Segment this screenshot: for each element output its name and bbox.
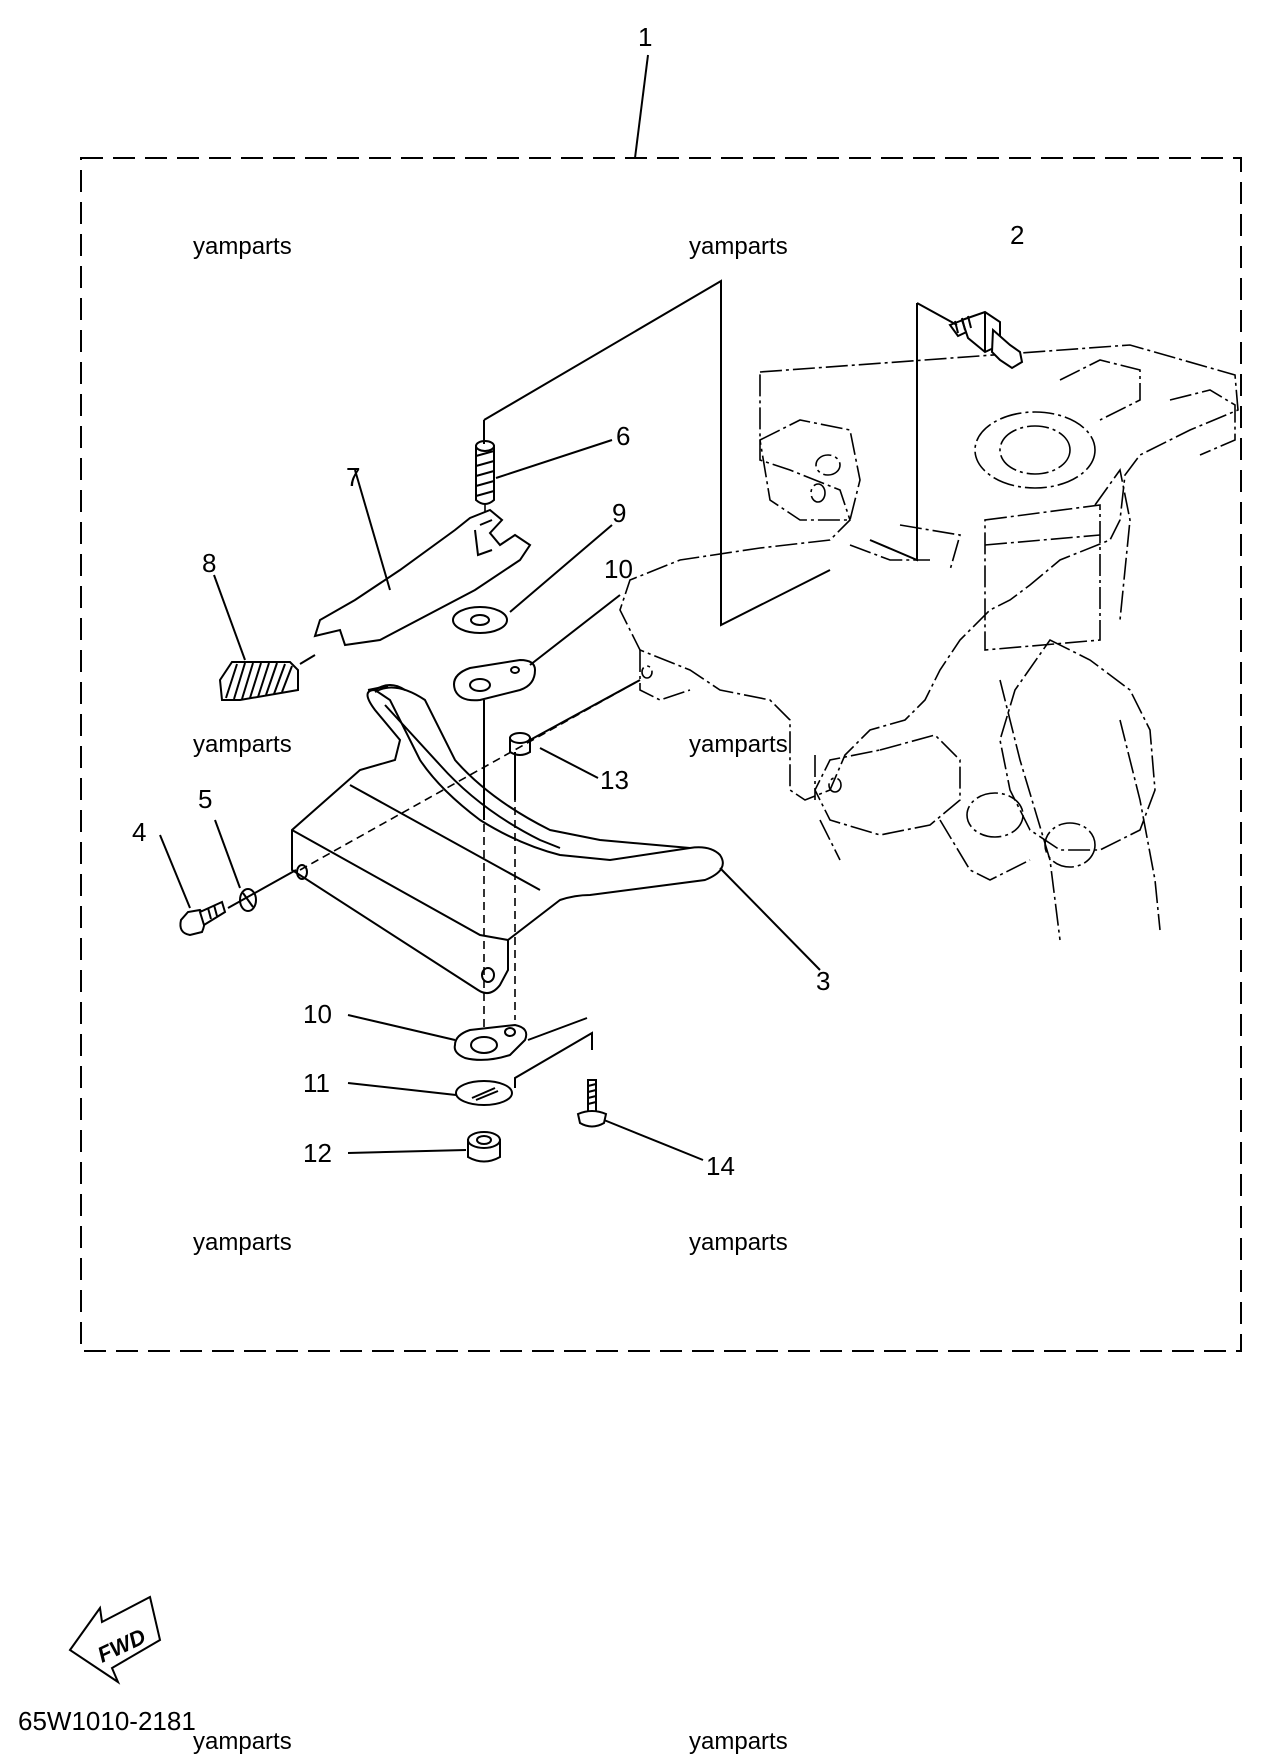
callout-12: 12 (303, 1138, 332, 1168)
watermark: yamparts (193, 1728, 292, 1755)
grip-pad-part-8 (218, 654, 316, 701)
callout-14: 14 (706, 1151, 735, 1181)
plate-part-3 (291, 684, 724, 995)
washer-part-9 (452, 606, 508, 634)
watermark: yamparts (193, 233, 292, 260)
callout-5: 5 (198, 784, 212, 814)
watermark: yamparts (689, 233, 788, 260)
fwd-arrow-icon: FWD (68, 1595, 162, 1685)
cam-plate-part-10-lower (453, 1023, 528, 1061)
callout-10-lower: 10 (303, 999, 332, 1029)
screw-part-14 (576, 1079, 608, 1128)
callout-9: 9 (612, 498, 626, 528)
callout-1: 1 (638, 22, 652, 52)
washer-part-11 (455, 1080, 513, 1106)
bolt-part-6 (475, 440, 495, 505)
nut-part-12 (467, 1131, 501, 1163)
assembly-frame (80, 157, 1242, 1352)
grease-nipple-part-2 (948, 310, 1024, 370)
watermark: yamparts (689, 1728, 788, 1755)
watermark: yamparts (689, 1229, 788, 1256)
callout-10-upper: 10 (604, 554, 633, 584)
cam-plate-part-10-upper (453, 658, 537, 702)
callout-7: 7 (346, 462, 360, 492)
watermark: yamparts (193, 731, 292, 758)
figure-code: 65W1010-2181 (18, 1706, 196, 1736)
bolt-part-4 (179, 900, 227, 937)
watermark: yamparts (689, 731, 788, 758)
callout-4: 4 (132, 817, 146, 847)
callout-8: 8 (202, 548, 216, 578)
callout-3: 3 (816, 966, 830, 996)
callout-2: 2 (1010, 220, 1024, 250)
watermark: yamparts (193, 1229, 292, 1256)
callout-13: 13 (600, 765, 629, 795)
callout-11: 11 (303, 1068, 330, 1098)
collar-part-13 (509, 732, 531, 756)
pointer-plate-part-7 (313, 508, 532, 647)
callout-6: 6 (616, 421, 630, 451)
